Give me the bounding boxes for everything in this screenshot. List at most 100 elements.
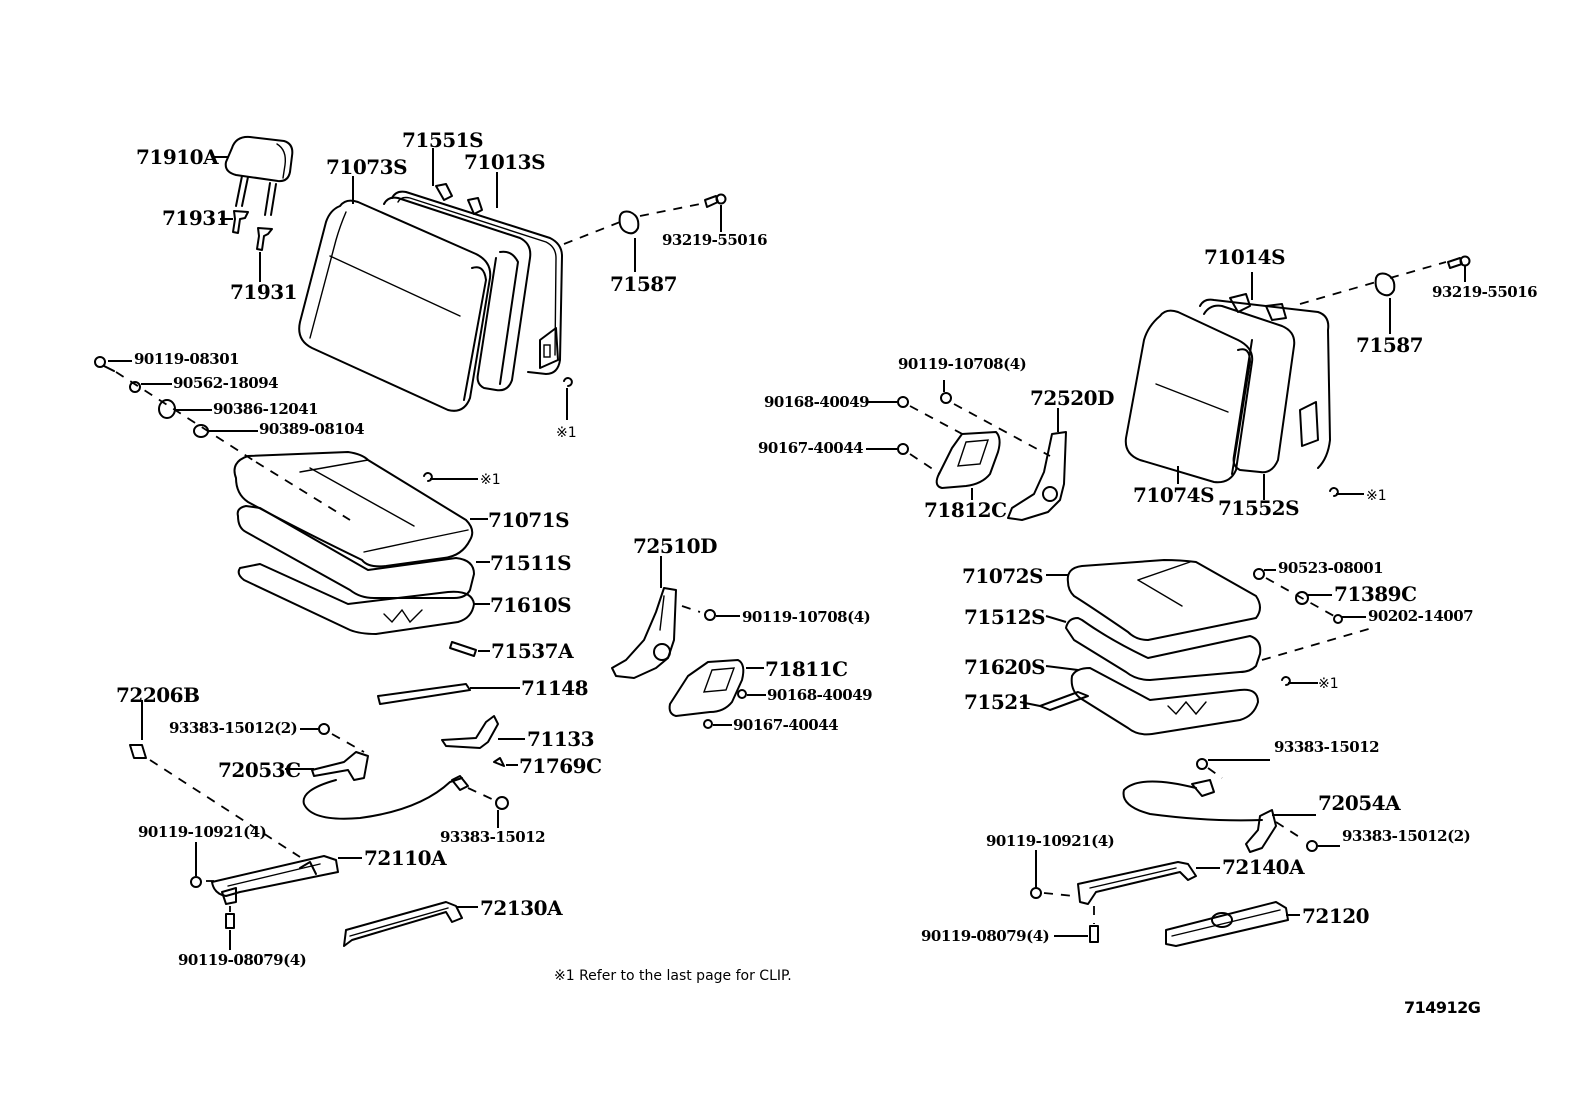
recliner-cover-71812C-drawing xyxy=(935,431,1001,489)
part-label-bushing[interactable]: 90386-12041 xyxy=(213,400,319,418)
screw-icon xyxy=(703,719,713,729)
part-label-washer[interactable]: 90523-08001 xyxy=(1278,559,1384,577)
part-label-screw[interactable]: 90167-40044 xyxy=(733,716,839,734)
part-label-screw[interactable]: 90168-40049 xyxy=(764,393,870,411)
part-label-back-pad[interactable]: 71552S xyxy=(1218,496,1300,520)
back-cap-71587-drawing xyxy=(618,193,727,235)
part-label-track[interactable]: 72140A xyxy=(1222,855,1305,879)
part-label-cushion-frame[interactable]: 71620S xyxy=(964,655,1046,679)
track-72140A-drawing xyxy=(1030,861,1197,943)
part-label-back-cover[interactable]: 71073S xyxy=(326,155,408,179)
clip-reference-marker: ※1 xyxy=(480,472,501,488)
cable-72053C-drawing xyxy=(302,723,509,820)
part-label-recliner-cover[interactable]: 71812C xyxy=(924,498,1007,522)
part-label-back-bolt[interactable]: 93219-55016 xyxy=(662,231,768,249)
pad-71521-drawing xyxy=(1039,691,1089,711)
part-label-bolt[interactable]: 90119-10708(4) xyxy=(742,608,871,626)
recliner-72520D-drawing xyxy=(1007,431,1067,521)
leader-line xyxy=(1045,615,1067,623)
part-label-cushion-cover[interactable]: 71072S xyxy=(962,564,1044,588)
pad-71148-drawing xyxy=(377,683,471,705)
part-label-cushion-cover[interactable]: 71071S xyxy=(488,508,570,532)
part-label-cushion-pad[interactable]: 71511S xyxy=(490,551,572,575)
part-label-back-bolt[interactable]: 93219-55016 xyxy=(1432,283,1538,301)
bolt-icon xyxy=(704,609,716,621)
part-label-pad[interactable]: 71521 xyxy=(964,690,1032,714)
screw-icon xyxy=(897,443,909,455)
part-label-cushion-frame[interactable]: 71610S xyxy=(490,593,572,617)
part-label-track[interactable]: 72120 xyxy=(1302,904,1370,928)
part-label-bolt[interactable]: 90119-10921(4) xyxy=(138,823,267,841)
pad-71537A-drawing xyxy=(449,641,477,657)
clip-71769C-drawing xyxy=(493,757,505,767)
part-label-screw[interactable]: 93383-15012 xyxy=(440,828,546,846)
part-label-screw[interactable]: 90168-40049 xyxy=(767,686,873,704)
seat-back-left-drawing xyxy=(298,183,563,412)
part-label-headrest-support[interactable]: 71931 xyxy=(162,206,230,230)
seat-back-right-drawing xyxy=(1124,293,1331,484)
part-label-cushion-pad[interactable]: 71512S xyxy=(964,605,1046,629)
washer-icon xyxy=(1253,568,1265,580)
part-label-back-frame[interactable]: 71014S xyxy=(1204,245,1286,269)
part-label-track[interactable]: 72130A xyxy=(480,896,563,920)
part-label-washer[interactable]: 90202-14007 xyxy=(1368,607,1474,625)
clip-icon xyxy=(1329,487,1339,497)
part-label-back-cap[interactable]: 71587 xyxy=(610,272,678,296)
part-label-recliner[interactable]: 72520D xyxy=(1030,386,1114,410)
back-cap-right-71587-drawing xyxy=(1374,255,1471,297)
clip-icon xyxy=(563,377,573,387)
part-label-washer[interactable]: 90562-18094 xyxy=(173,374,279,392)
part-label-screw[interactable]: 93383-15012 xyxy=(1274,738,1380,756)
part-label-clip[interactable]: 71769C xyxy=(519,754,602,778)
part-label-bolt[interactable]: 90119-08079(4) xyxy=(178,951,307,969)
part-label-bolt[interactable]: 90119-08301 xyxy=(134,350,240,368)
part-label-back-cover[interactable]: 71074S xyxy=(1133,483,1215,507)
clip-reference-marker: ※1 xyxy=(1366,488,1387,504)
track-72130A-drawing xyxy=(343,901,463,947)
part-label-pad[interactable]: 71148 xyxy=(521,676,589,700)
recliner-cover-71811C-drawing xyxy=(668,659,745,717)
part-label-bolt[interactable]: 90119-08079(4) xyxy=(921,927,1050,945)
part-label-headrest-support[interactable]: 71931 xyxy=(230,280,298,304)
part-label-recliner-cover[interactable]: 71811C xyxy=(765,657,848,681)
hardware-stack-left-drawing xyxy=(94,356,257,463)
part-label-screw[interactable]: 93383-15012(2) xyxy=(169,719,298,737)
clip-reference-marker: ※1 xyxy=(1318,676,1339,692)
part-label-back-pad[interactable]: 71551S xyxy=(402,128,484,152)
clip-icon xyxy=(423,472,433,482)
seat-cushion-right-drawing xyxy=(1065,559,1373,736)
part-label-bolt[interactable]: 90119-10708(4) xyxy=(898,355,1027,373)
leader-line xyxy=(1019,701,1041,707)
track-72110A-drawing xyxy=(190,855,339,929)
bushing-icon xyxy=(1295,591,1309,605)
cable-72054A-drawing xyxy=(1122,758,1318,853)
part-label-pad[interactable]: 71537A xyxy=(491,639,574,663)
part-label-headrest[interactable]: 71910A xyxy=(136,145,219,169)
part-label-cable[interactable]: 72053C xyxy=(218,758,301,782)
part-label-screw[interactable]: 90167-40044 xyxy=(758,439,864,457)
seat-cushion-left-drawing xyxy=(233,451,475,635)
leader-line xyxy=(1045,665,1079,671)
part-label-bushing[interactable]: 71389C xyxy=(1334,582,1417,606)
part-label-recliner[interactable]: 72510D xyxy=(633,534,717,558)
part-label-bolt[interactable]: 72206B xyxy=(116,683,200,707)
part-label-track[interactable]: 72110A xyxy=(364,846,447,870)
part-label-back-frame[interactable]: 71013S xyxy=(464,150,546,174)
washer-icon xyxy=(1333,614,1343,624)
bolt-icon xyxy=(940,392,952,404)
footnote-clip-reference: ※1 Refer to the last page for CLIP. xyxy=(554,968,792,984)
part-label-screw[interactable]: 93383-15012(2) xyxy=(1342,827,1471,845)
part-label-spacer[interactable]: 90389-08104 xyxy=(259,420,365,438)
headrest-71910A-drawing xyxy=(224,135,294,216)
bracket-71133-drawing xyxy=(441,715,499,749)
part-label-back-cap[interactable]: 71587 xyxy=(1356,333,1424,357)
part-label-bracket[interactable]: 71133 xyxy=(527,727,595,751)
clip-reference-marker: ※1 xyxy=(556,425,577,441)
part-label-cable[interactable]: 72054A xyxy=(1318,791,1401,815)
figure-code: 714912G xyxy=(1404,998,1481,1017)
bolt-72206B-drawing xyxy=(129,744,147,759)
part-label-bolt[interactable]: 90119-10921(4) xyxy=(986,832,1115,850)
headrest-support-drawing xyxy=(232,210,273,251)
track-72120-drawing xyxy=(1165,901,1289,947)
